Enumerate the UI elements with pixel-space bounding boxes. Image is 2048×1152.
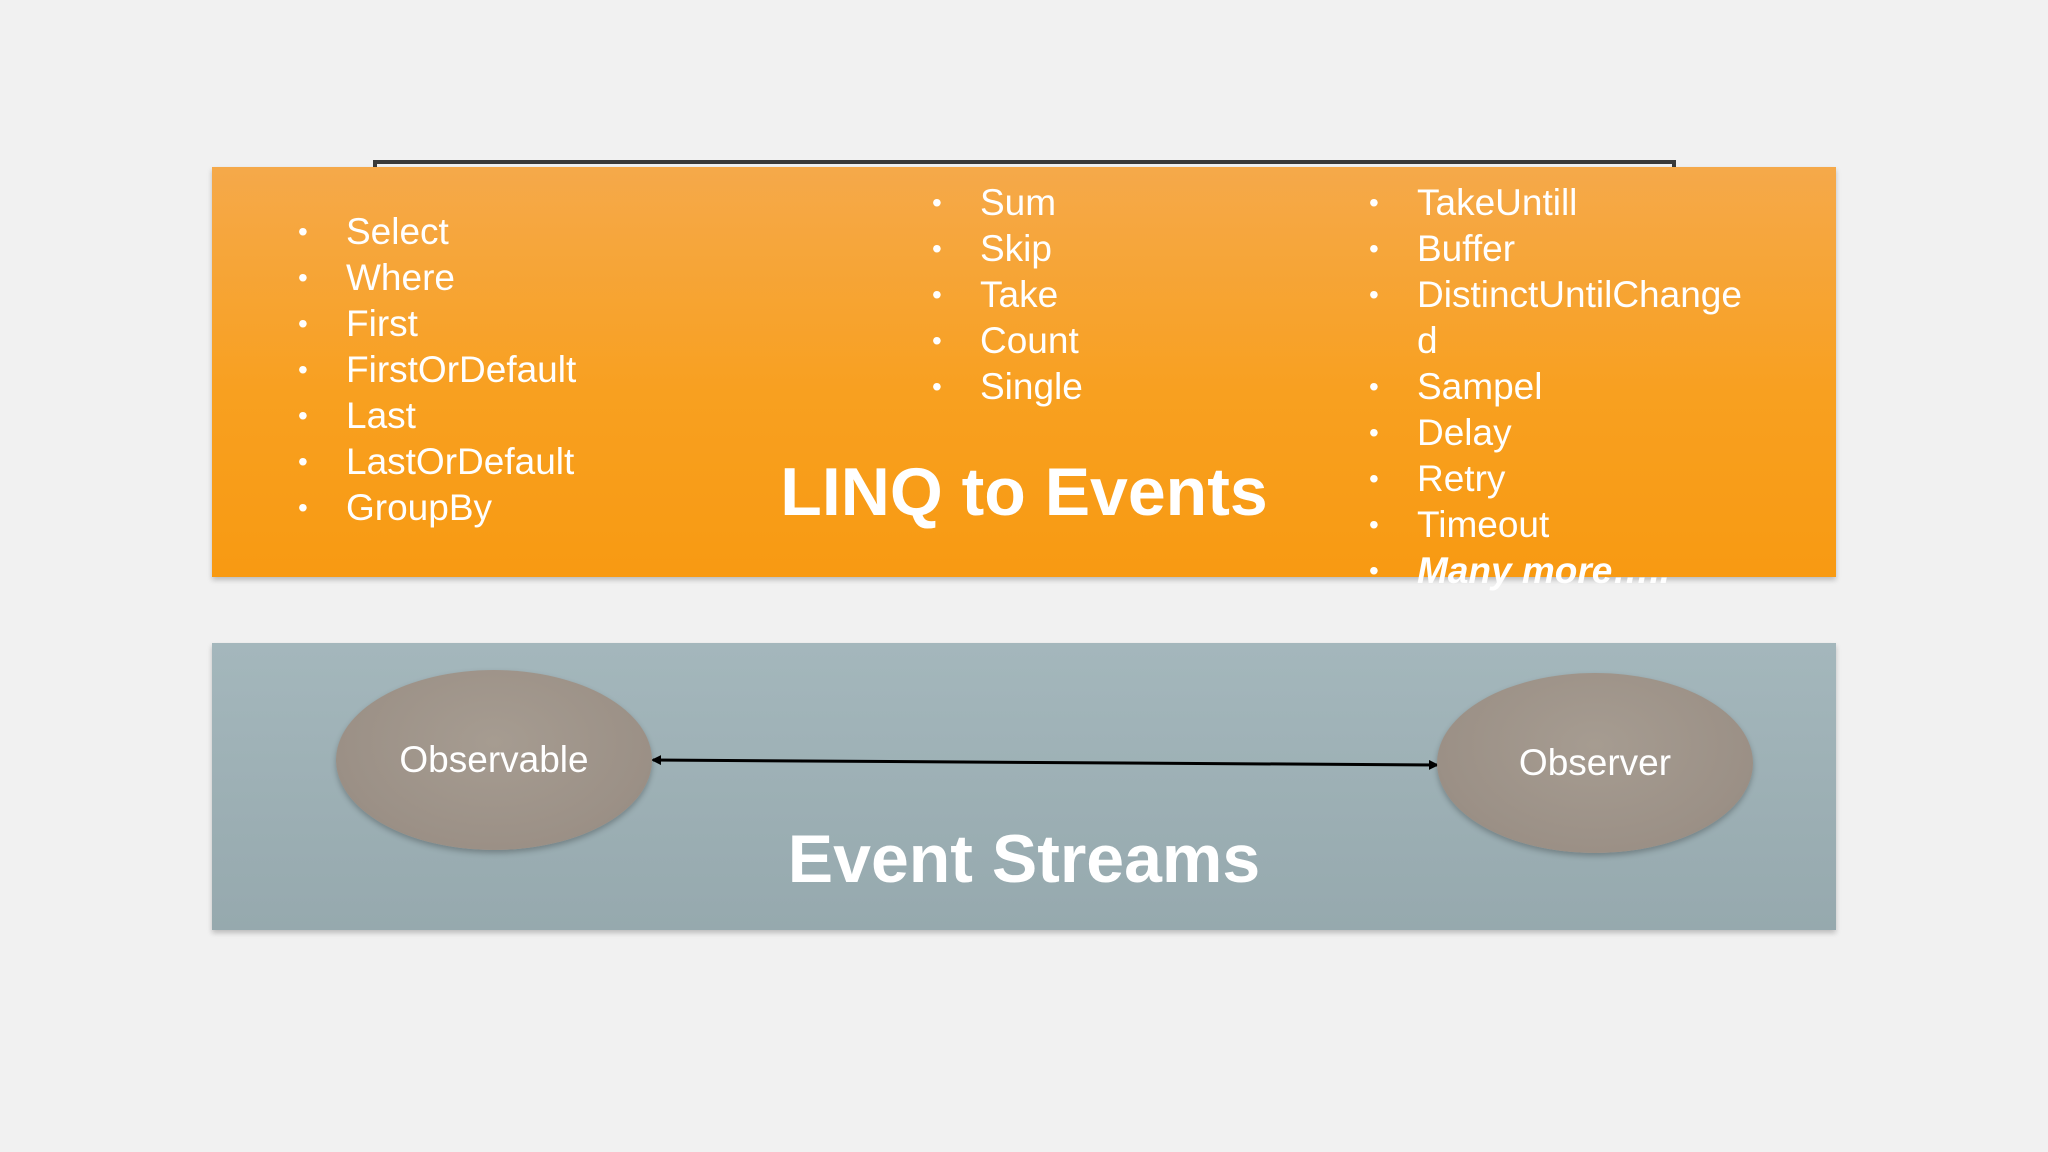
list-item: •Delay bbox=[1369, 412, 1512, 453]
operator-label: Delay bbox=[1417, 412, 1512, 453]
list-item: •Where bbox=[298, 257, 455, 298]
event-streams-panel: Observable Observer Event Streams bbox=[212, 643, 1836, 930]
linq-to-events-panel: •Select •Where •First •FirstOrDefault •L… bbox=[212, 167, 1836, 591]
list-item: •TakeUntill bbox=[1369, 182, 1578, 223]
linq-panel-title: LINQ to Events bbox=[780, 454, 1268, 530]
list-item: •Buffer bbox=[1369, 228, 1516, 269]
observer-node: Observer bbox=[1437, 673, 1753, 853]
operator-label: Count bbox=[980, 320, 1079, 361]
operator-label: LastOrDefault bbox=[346, 441, 575, 482]
operator-label: Where bbox=[346, 257, 455, 298]
list-item: •FirstOrDefault bbox=[298, 349, 577, 390]
event-streams-title: Event Streams bbox=[787, 821, 1261, 897]
operator-label: First bbox=[346, 303, 418, 344]
operator-label: Take bbox=[980, 274, 1059, 315]
operator-list-column-1: •Select •Where •First •FirstOrDefault •L… bbox=[298, 209, 576, 531]
operator-label: Select bbox=[346, 211, 449, 252]
connector-line bbox=[651, 755, 1439, 770]
list-item: •Take bbox=[932, 274, 1059, 315]
list-item: •Sampel bbox=[1369, 366, 1543, 407]
list-item: •Sum bbox=[932, 182, 1057, 223]
operator-label: Timeout bbox=[1417, 504, 1550, 545]
list-item: •LastOrDefault bbox=[298, 441, 575, 482]
observer-label: Observer bbox=[1518, 742, 1672, 783]
operator-label: Retry bbox=[1417, 458, 1506, 499]
observable-node: Observable bbox=[336, 670, 652, 850]
list-item: •Retry bbox=[1369, 458, 1506, 499]
operator-label: Last bbox=[346, 395, 416, 436]
list-item: •GroupBy bbox=[298, 487, 493, 528]
operator-label: Buffer bbox=[1417, 228, 1516, 269]
bidirectional-arrow bbox=[651, 755, 1439, 770]
operator-label: TakeUntill bbox=[1417, 182, 1578, 223]
observable-label: Observable bbox=[399, 739, 589, 780]
list-item: •First bbox=[298, 303, 418, 344]
list-item: •Last bbox=[298, 395, 416, 436]
operator-label: Single bbox=[980, 366, 1083, 407]
list-item: •Skip bbox=[932, 228, 1052, 269]
operator-label: Skip bbox=[980, 228, 1052, 269]
list-item: •Single bbox=[932, 366, 1083, 407]
operator-label: FirstOrDefault bbox=[346, 349, 577, 390]
list-item-many-more: •Many more….. bbox=[1369, 550, 1670, 591]
list-item: •DistinctUntilChange d bbox=[1369, 274, 1742, 361]
operator-label: Many more….. bbox=[1417, 550, 1670, 591]
top-rule bbox=[373, 160, 1676, 172]
operator-label: GroupBy bbox=[346, 487, 493, 528]
operator-label: Sum bbox=[980, 182, 1057, 223]
operator-list-column-2: •Sum •Skip •Take •Count •Single bbox=[932, 180, 1083, 410]
operator-label: Sampel bbox=[1417, 366, 1543, 407]
list-item: •Timeout bbox=[1369, 504, 1550, 545]
operator-label: DistinctUntilChange d bbox=[1417, 274, 1742, 361]
operator-list-column-3: •TakeUntill •Buffer •DistinctUntilChange… bbox=[1369, 180, 1809, 594]
list-item: •Count bbox=[932, 320, 1079, 361]
list-item: •Select bbox=[298, 211, 449, 252]
